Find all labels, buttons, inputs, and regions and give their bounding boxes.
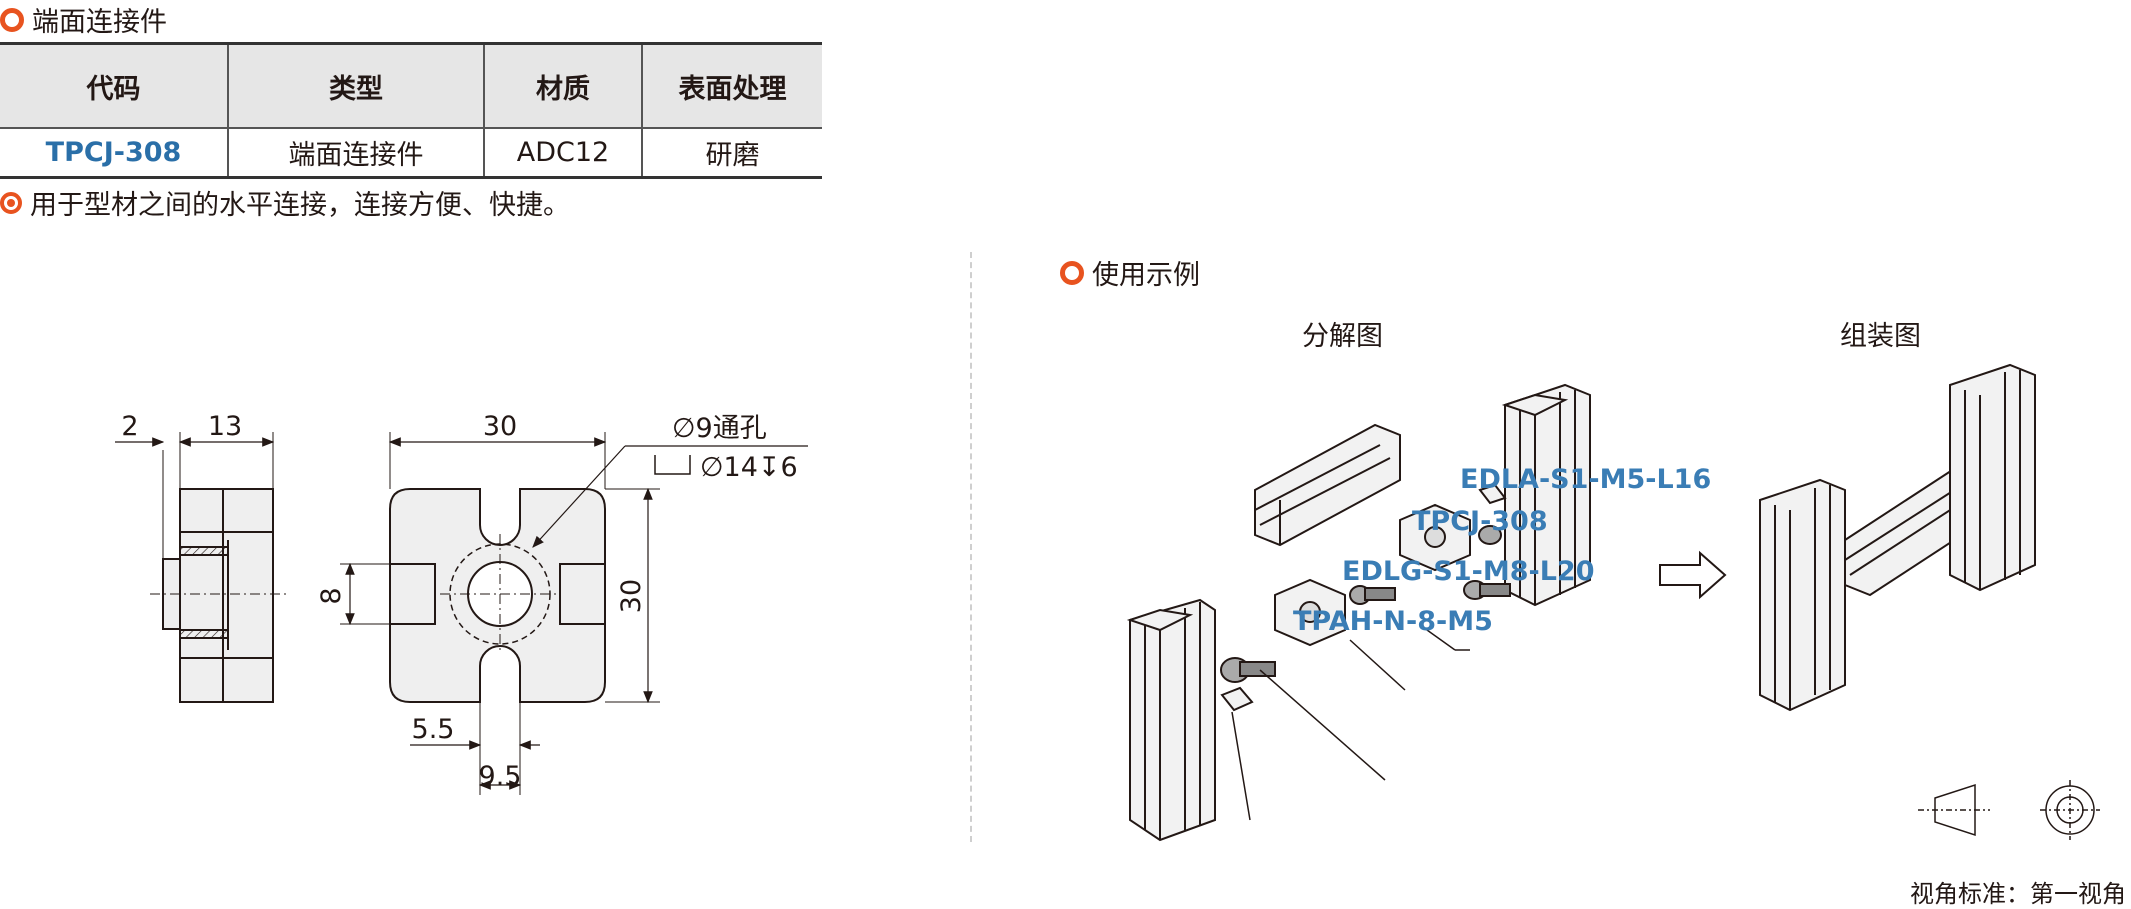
dim-30-height: 30 <box>616 579 647 613</box>
col-header-code: 代码 <box>0 42 228 129</box>
dim-13: 13 <box>208 411 242 442</box>
col-header-type: 类型 <box>227 42 484 129</box>
cell-material: ADC12 <box>483 128 642 179</box>
first-angle-projection-icon <box>1918 780 2100 840</box>
part-label-edla: EDLA-S1-M5-L16 <box>1460 464 1711 495</box>
note-text: 用于型材之间的水平连接，连接方便、快捷。 <box>30 190 570 221</box>
dimension-drawing: 2 13 30 30 8 5.5 9.5 ∅9通孔 ∅14 <box>115 411 808 795</box>
dim-30-width: 30 <box>483 411 517 442</box>
section-title: 端面连接件 <box>32 7 167 38</box>
hole-through-label: ∅9通孔 <box>672 413 767 444</box>
usage-header: 使用示例 <box>1060 253 1200 292</box>
exploded-label: 分解图 <box>1302 321 1383 352</box>
col-header-surface: 表面处理 <box>641 42 822 129</box>
col-header-material: 材质 <box>483 42 642 129</box>
table-header-row: 代码 类型 材质 表面处理 <box>0 42 822 129</box>
side-view <box>115 432 290 703</box>
part-label-tpah: TPAH-N-8-M5 <box>1293 606 1493 637</box>
spec-table: 代码 类型 材质 表面处理 TPCJ-308 端面连接件 ADC12 研磨 <box>0 42 822 179</box>
usage-title: 使用示例 <box>1092 260 1200 291</box>
dim-9-5: 9.5 <box>479 761 522 792</box>
profile-left-exploded <box>1126 598 1216 842</box>
dim-2: 2 <box>121 411 138 442</box>
profile-top-exploded <box>1254 423 1401 547</box>
ring-bullet-icon <box>0 7 24 32</box>
table-row: TPCJ-308 端面连接件 ADC12 研磨 <box>0 128 822 179</box>
dot-bullet-icon <box>0 191 22 214</box>
connector-parts <box>1220 483 1511 712</box>
section-divider <box>970 252 972 842</box>
usage-note: 用于型材之间的水平连接，连接方便、快捷。 <box>0 183 570 222</box>
ring-bullet-icon <box>1060 260 1084 285</box>
section-header: 端面连接件 <box>0 0 167 39</box>
assembled-model <box>1759 363 2036 712</box>
assembled-label: 组装图 <box>1840 321 1921 352</box>
dim-5-5: 5.5 <box>412 714 455 745</box>
view-standard-label: 视角标准：第一视角 <box>1910 880 2126 908</box>
cell-code: TPCJ-308 <box>0 128 228 179</box>
right-arrow-icon <box>1659 550 1727 600</box>
cell-surface: 研磨 <box>641 128 822 179</box>
part-label-tpcj: TPCJ-308 <box>1412 506 1548 537</box>
part-label-edlg: EDLG-S1-M8-L20 <box>1342 556 1595 587</box>
front-view <box>340 432 808 795</box>
dim-8: 8 <box>316 587 347 604</box>
profile-right-exploded <box>1501 383 1591 607</box>
hole-counterbore-label: ∅14↧6 <box>700 452 798 483</box>
usage-illustration: EDLA-S1-M5-L16 TPCJ-308 EDLG-S1-M8-L20 T… <box>1126 363 2100 842</box>
cell-type: 端面连接件 <box>227 128 484 179</box>
